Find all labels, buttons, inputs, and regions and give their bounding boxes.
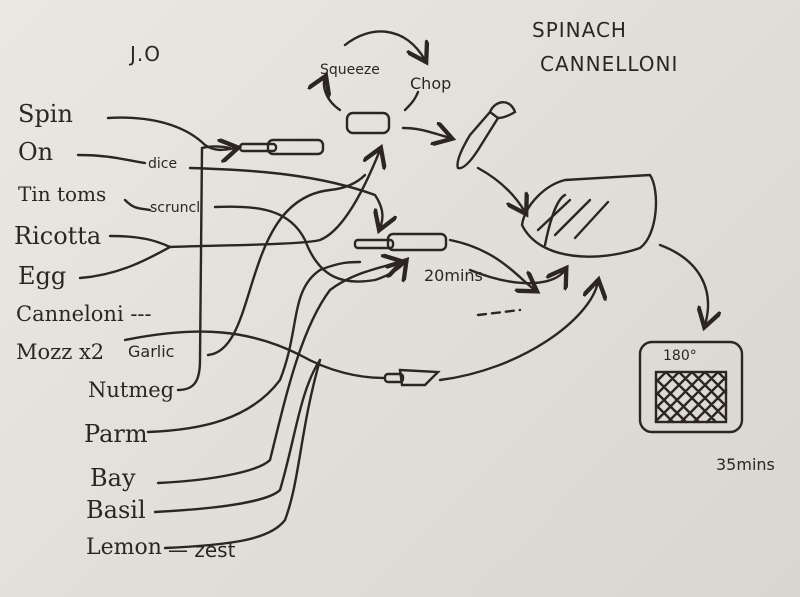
ingredient-basil: Basil <box>86 496 146 524</box>
ingredient-ricotta: Ricotta <box>14 222 102 250</box>
note-simmer-time: 20mins <box>424 266 483 285</box>
pan-1-icon <box>238 138 325 156</box>
dice-line <box>188 166 382 228</box>
egg-line <box>78 245 172 280</box>
pan-2-icon <box>353 232 448 252</box>
ingredient-mozzarella: Mozz x2 <box>16 340 105 364</box>
pan-3-icon <box>383 368 441 387</box>
parm-line <box>146 260 362 434</box>
garlic-line <box>206 173 367 357</box>
ingredient-canneloni: Canneloni --- <box>16 302 152 326</box>
sauce-to-dish <box>448 238 535 290</box>
title-line-1: SPINACH <box>532 18 627 42</box>
baking-dish-icon <box>520 173 658 258</box>
dish-to-oven <box>658 243 708 325</box>
ingredient-tin-toms: Tin toms <box>18 182 107 206</box>
ingredient-onion: On <box>18 138 54 166</box>
lemon-line <box>163 358 322 550</box>
oven-temperature: 180° <box>663 348 697 364</box>
note-bake-time: 35mins <box>716 455 775 474</box>
mozz-to-dish <box>438 282 598 382</box>
cycle-arrow-left <box>324 78 342 112</box>
note-scrunch: scruncl <box>150 200 201 216</box>
cycle-arrow-top <box>343 30 425 60</box>
to-piping <box>401 128 450 138</box>
ingredient-bay: Bay <box>90 464 136 492</box>
note-zest: — zest <box>168 538 236 562</box>
ricotta-line <box>108 150 380 249</box>
nutmeg-line <box>176 145 232 392</box>
bay-line <box>156 262 400 485</box>
note-chop: Chop <box>410 74 452 93</box>
onion-line <box>76 153 147 165</box>
title-line-2: CANNELLONI <box>540 52 679 76</box>
ingredient-egg: Egg <box>18 262 67 290</box>
basil-line <box>153 358 322 514</box>
note-garlic: Garlic <box>128 342 175 361</box>
ingredient-parmesan: Parm <box>84 420 148 448</box>
note-squeeze: Squeeze <box>320 62 380 78</box>
spin-line <box>106 116 236 150</box>
oven-icon <box>638 340 744 434</box>
note-dice: dice <box>148 156 178 172</box>
toms-line <box>123 198 152 212</box>
ingredient-lemon: Lemon <box>86 535 162 560</box>
bowl-icon <box>345 111 391 135</box>
piping-to-dish <box>476 166 525 212</box>
author-initials: J.O <box>130 42 161 66</box>
piping-bag-icon <box>456 101 517 170</box>
ingredient-spinach: Spin <box>18 100 73 128</box>
canneloni-dash <box>476 308 522 317</box>
ingredient-nutmeg: Nutmeg <box>88 378 175 402</box>
